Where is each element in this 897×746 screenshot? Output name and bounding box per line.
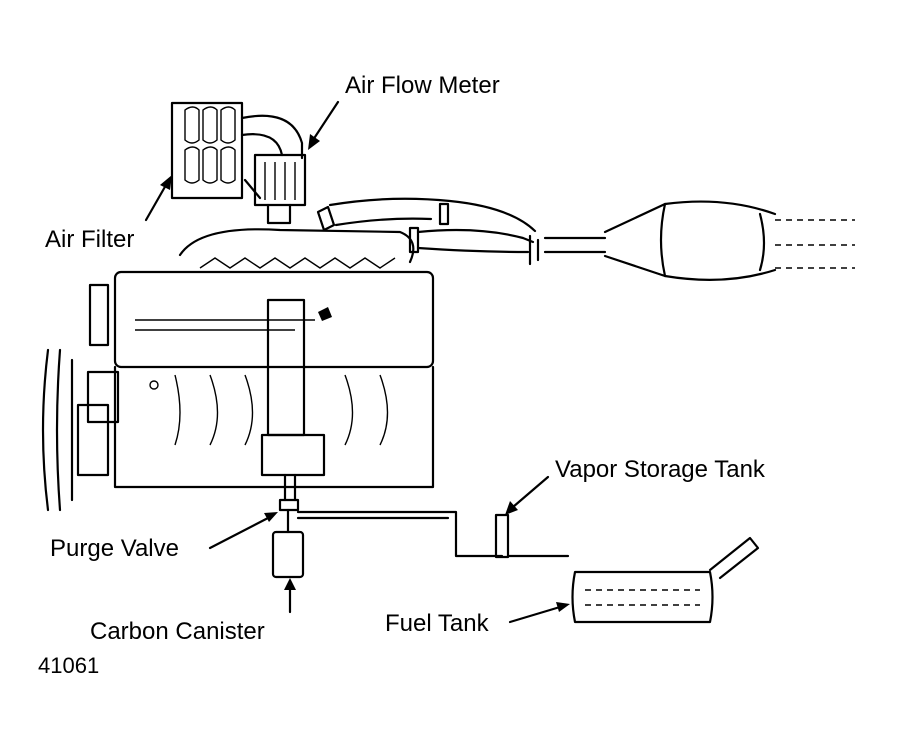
purge-assembly (260, 298, 326, 579)
label-air-filter: Air Filter (45, 226, 135, 253)
fuel-tank (571, 536, 760, 624)
cooling-fan (41, 348, 110, 512)
vapor-storage-tank (494, 513, 510, 559)
pointer-arrows (144, 100, 570, 624)
label-purge-valve: Purge Valve (50, 535, 179, 562)
vapor-line (296, 510, 570, 559)
figure-number: 41061 (38, 653, 100, 678)
label-fuel-tank: Fuel Tank (385, 610, 489, 637)
label-vapor-storage-tank: Vapor Storage Tank (555, 456, 765, 483)
intake-duct (316, 197, 540, 266)
label-air-flow-meter: Air Flow Meter (345, 72, 500, 99)
label-carbon-canister: Carbon Canister (90, 618, 265, 645)
exhaust-muffler (543, 200, 855, 281)
air-filter (170, 101, 244, 200)
air-flow-meter (240, 114, 307, 225)
carbon-canister (271, 530, 305, 579)
engine (86, 228, 435, 489)
